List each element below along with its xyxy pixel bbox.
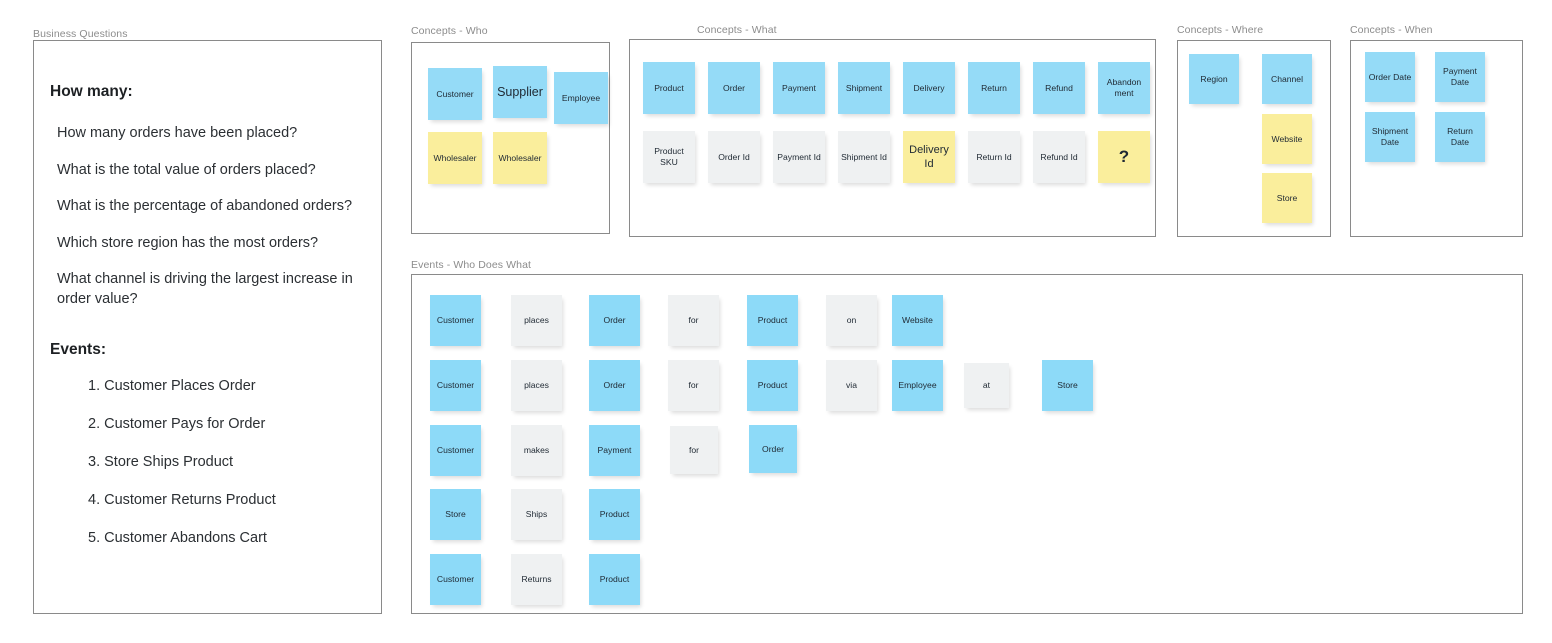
sticky-card[interactable]: Order (708, 62, 760, 114)
sticky-card[interactable]: Return (968, 62, 1020, 114)
sticky-card[interactable]: for (668, 295, 719, 346)
events-panel: Customer places Order for Product on Web… (411, 274, 1523, 614)
sticky-card[interactable]: Store (1042, 360, 1093, 411)
sticky-card[interactable]: Wholesaler (428, 132, 482, 184)
sticky-card[interactable]: Order (589, 360, 640, 411)
business-questions-label: Business Questions (33, 28, 128, 40)
concepts-who-label: Concepts - Who (411, 25, 488, 37)
sticky-card[interactable]: Customer (428, 68, 482, 120)
concepts-when-label: Concepts - When (1350, 24, 1433, 36)
sticky-card[interactable]: at (964, 363, 1009, 408)
sticky-card[interactable]: Order Date (1365, 52, 1415, 102)
events-panel-label: Events - Who Does What (411, 259, 532, 271)
sticky-card[interactable]: Order (589, 295, 640, 346)
sticky-card[interactable]: Customer (430, 554, 481, 605)
concepts-who-panel: Customer Supplier Employee Wholesaler Wh… (411, 42, 610, 234)
sticky-card[interactable]: Return Id (968, 131, 1020, 183)
sticky-card[interactable]: places (511, 295, 562, 346)
business-questions-content: How many: How many orders have been plac… (50, 41, 369, 546)
sticky-card[interactable]: Customer (430, 425, 481, 476)
list-item: 3. Store Ships Product (88, 454, 234, 471)
events-list: 1. Customer Places Order 2. Customer Pay… (88, 378, 369, 546)
business-question: How many orders have been placed? (57, 125, 298, 141)
sticky-card[interactable]: Abandon ment (1098, 62, 1150, 114)
sticky-card[interactable]: Payment (773, 62, 825, 114)
sticky-card[interactable]: Website (892, 295, 943, 346)
sticky-card[interactable]: Customer (430, 360, 481, 411)
sticky-card[interactable]: Website (1262, 114, 1312, 164)
list-item: 4. Customer Returns Product (88, 492, 276, 509)
business-question: What is the percentage of abandoned orde… (57, 198, 353, 215)
sticky-card[interactable]: on (826, 295, 877, 346)
business-question: What is the total value of orders placed… (57, 161, 316, 178)
business-question: Which store region has the most orders? (57, 234, 319, 251)
sticky-card[interactable]: Product SKU (643, 131, 695, 183)
list-item: 2. Customer Pays for Order (88, 416, 266, 433)
sticky-card[interactable]: Wholesaler (493, 132, 547, 184)
events-heading: Events: (50, 341, 106, 359)
sticky-card[interactable]: Store (430, 489, 481, 540)
sticky-card[interactable]: Order Id (708, 131, 760, 183)
sticky-card[interactable]: Customer (430, 295, 481, 346)
sticky-card[interactable]: makes (511, 425, 562, 476)
sticky-card[interactable]: Shipment Id (838, 131, 890, 183)
concepts-what-label: Concepts - What (697, 24, 777, 36)
sticky-card[interactable]: Employee (554, 72, 608, 124)
sticky-card[interactable]: Shipment (838, 62, 890, 114)
sticky-card[interactable]: Supplier (493, 66, 547, 118)
sticky-card[interactable]: Order (749, 425, 797, 473)
sticky-card-unknown[interactable]: ? (1098, 131, 1150, 183)
list-item: 1. Customer Places Order (88, 378, 256, 395)
business-question: What channel is driving the largest incr… (57, 271, 353, 307)
sticky-card[interactable]: Store (1262, 173, 1312, 223)
sticky-card[interactable]: Region (1189, 54, 1239, 104)
sticky-card[interactable]: Return Date (1435, 112, 1485, 162)
sticky-card[interactable]: places (511, 360, 562, 411)
sticky-card[interactable]: Delivery Id (903, 131, 955, 183)
sticky-card[interactable]: Product (643, 62, 695, 114)
sticky-card[interactable]: Shipment Date (1365, 112, 1415, 162)
sticky-card[interactable]: Product (747, 295, 798, 346)
sticky-card[interactable]: Channel (1262, 54, 1312, 104)
sticky-card[interactable]: Product (589, 554, 640, 605)
sticky-card[interactable]: for (668, 360, 719, 411)
sticky-card[interactable]: via (826, 360, 877, 411)
sticky-card[interactable]: Delivery (903, 62, 955, 114)
sticky-card[interactable]: Returns (511, 554, 562, 605)
sticky-card[interactable]: Ships (511, 489, 562, 540)
sticky-card[interactable]: Product (747, 360, 798, 411)
concepts-when-panel: Order Date Payment Date Shipment Date Re… (1350, 40, 1523, 237)
list-item: 5. Customer Abandons Cart (88, 530, 267, 547)
how-many-heading: How many: (50, 83, 133, 100)
sticky-card[interactable]: for (670, 426, 718, 474)
business-questions-panel: How many: How many orders have been plac… (33, 40, 382, 614)
concepts-where-panel: Region Channel Website Store (1177, 40, 1331, 237)
sticky-card[interactable]: Payment (589, 425, 640, 476)
sticky-card[interactable]: Payment Id (773, 131, 825, 183)
concepts-what-panel: Product Order Payment Shipment Delivery … (629, 39, 1156, 237)
concepts-where-label: Concepts - Where (1177, 24, 1264, 36)
sticky-card[interactable]: Product (589, 489, 640, 540)
sticky-card[interactable]: Employee (892, 360, 943, 411)
sticky-card[interactable]: Refund (1033, 62, 1085, 114)
sticky-card[interactable]: Payment Date (1435, 52, 1485, 102)
sticky-card[interactable]: Refund Id (1033, 131, 1085, 183)
